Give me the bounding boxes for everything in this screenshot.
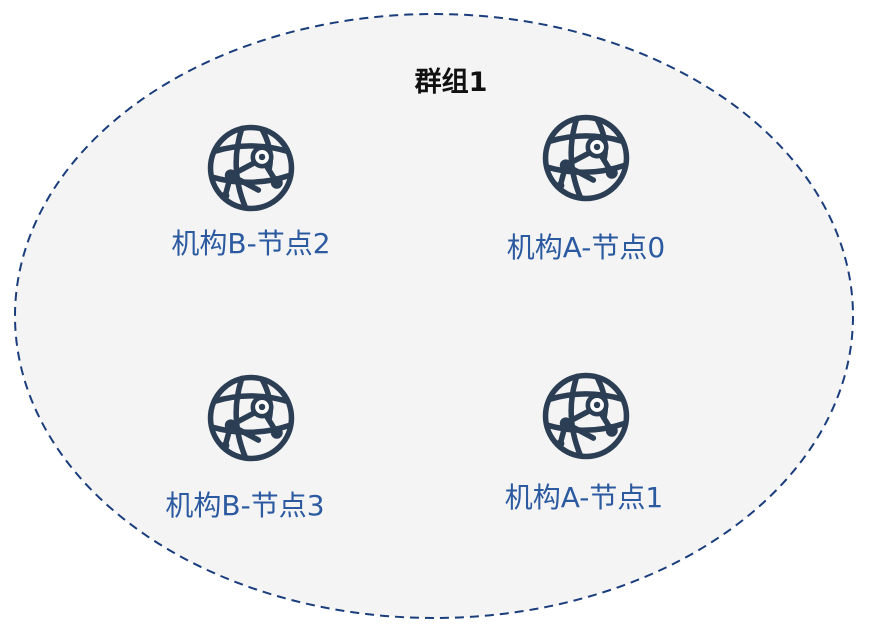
- globe-network-icon: [207, 124, 295, 212]
- group-title: 群组1: [414, 67, 488, 98]
- node-org-a-1[interactable]: 机构A-节点1: [464, 370, 704, 516]
- group-boundary: [14, 13, 854, 619]
- node-org-b-3[interactable]: 机构B-节点3: [125, 372, 365, 524]
- node-label: 机构B-节点3: [165, 489, 325, 522]
- globe-network-icon: [207, 374, 295, 462]
- node-label: 机构A-节点1: [504, 481, 664, 514]
- node-org-a-0[interactable]: 机构A-节点0: [466, 112, 706, 266]
- globe-network-icon: [542, 372, 630, 460]
- globe-network-icon: [542, 114, 630, 202]
- node-label: 机构B-节点2: [171, 227, 331, 260]
- node-org-b-2[interactable]: 机构B-节点2: [131, 122, 371, 262]
- node-label: 机构A-节点0: [506, 231, 666, 264]
